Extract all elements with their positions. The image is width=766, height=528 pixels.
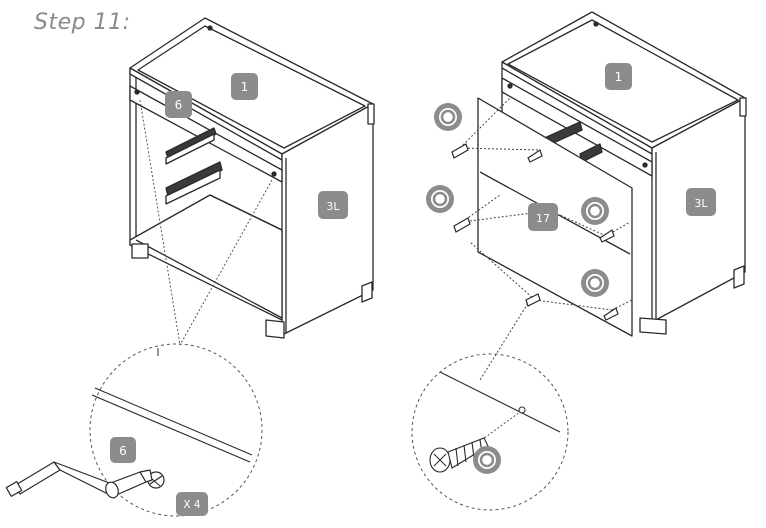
allen-key-icon bbox=[5, 461, 153, 499]
label-side-panel-right: 3L bbox=[686, 188, 716, 216]
detail-leader-left bbox=[139, 99, 273, 346]
svg-text:1: 1 bbox=[241, 80, 249, 94]
svg-text:3L: 3L bbox=[326, 200, 340, 213]
svg-text:X 4: X 4 bbox=[183, 499, 201, 511]
drawer-slide-upper bbox=[165, 127, 217, 165]
screw-icon-detail bbox=[429, 437, 489, 473]
svg-text:6: 6 bbox=[175, 98, 183, 112]
svg-text:6: 6 bbox=[119, 444, 127, 458]
step-title: Step 11: bbox=[34, 10, 131, 35]
label-side-panel-left: 3L bbox=[318, 191, 348, 219]
label-drawer-front: 17 bbox=[528, 203, 558, 231]
label-rail-left: 6 bbox=[165, 91, 192, 118]
detail-circle-left: 6 X 4 bbox=[89, 343, 263, 517]
label-rail-detail: 6 bbox=[110, 437, 136, 463]
label-top-panel-right: 1 bbox=[605, 63, 632, 90]
label-top-panel-left: 1 bbox=[231, 73, 258, 100]
left-cabinet bbox=[129, 17, 375, 339]
quantity-badge: X 4 bbox=[176, 492, 208, 516]
cam-lock-icon bbox=[147, 471, 165, 489]
svg-text:17: 17 bbox=[536, 212, 550, 225]
drawer-slide-lower bbox=[165, 161, 223, 205]
screw-icon bbox=[451, 143, 619, 321]
right-cabinet bbox=[477, 11, 747, 337]
svg-text:3L: 3L bbox=[694, 197, 708, 210]
detail-circle-right bbox=[411, 353, 569, 511]
svg-text:1: 1 bbox=[615, 70, 623, 84]
screw-circle-icon-detail bbox=[473, 446, 501, 474]
screw-circle-icon bbox=[426, 103, 609, 297]
